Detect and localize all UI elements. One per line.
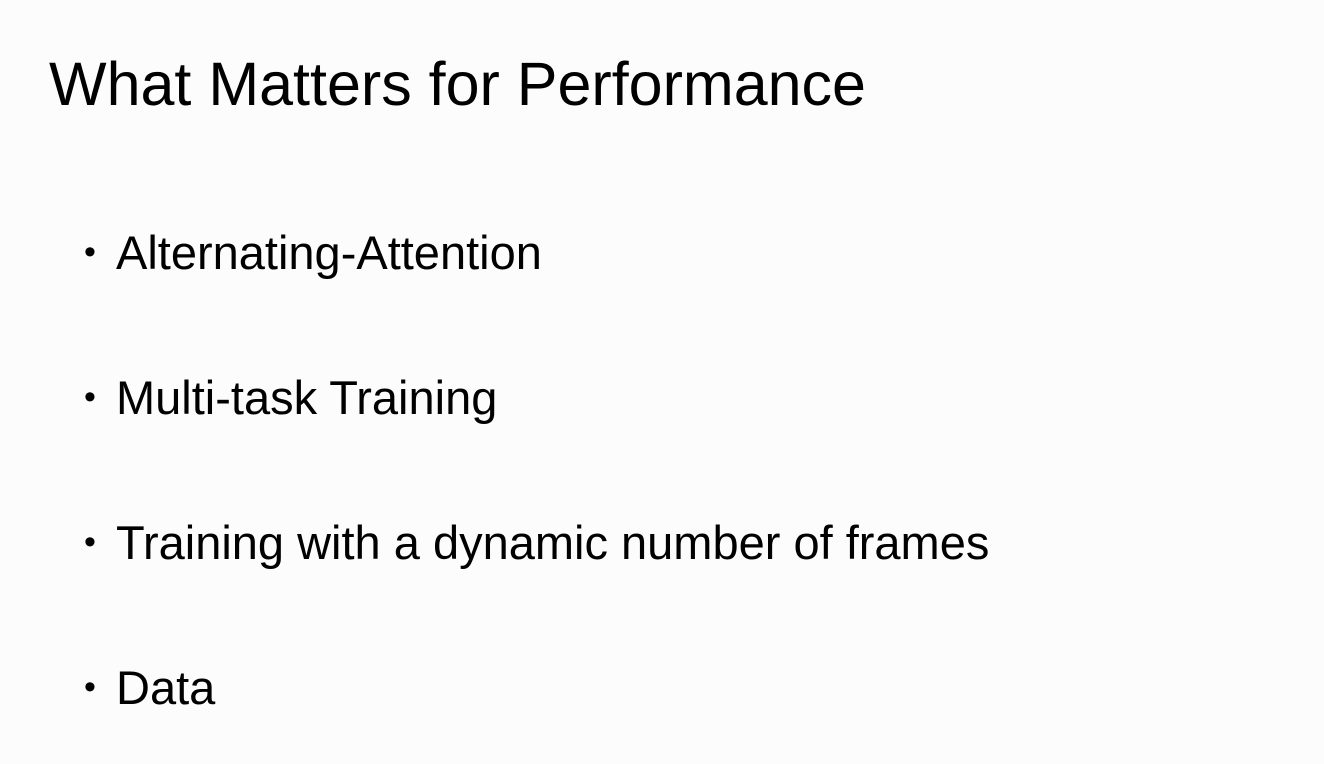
bullet-icon: •: [84, 523, 96, 561]
bullet-icon: •: [84, 668, 96, 706]
bullet-text: Alternating-Attention: [116, 225, 542, 279]
slide-title: What Matters for Performance: [49, 50, 866, 118]
bullet-item-data: • Data: [84, 659, 989, 715]
bullet-list: • Alternating-Attention • Multi-task Tra…: [84, 224, 989, 715]
bullet-text: Training with a dynamic number of frames: [116, 515, 990, 569]
bullet-text: Multi-task Training: [116, 370, 498, 424]
bullet-item-multi-task-training: • Multi-task Training: [84, 369, 989, 425]
bullet-item-alternating-attention: • Alternating-Attention: [84, 224, 989, 280]
bullet-text: Data: [116, 660, 216, 714]
bullet-item-dynamic-frames: • Training with a dynamic number of fram…: [84, 514, 989, 570]
bullet-icon: •: [84, 378, 96, 416]
bullet-icon: •: [84, 233, 96, 271]
